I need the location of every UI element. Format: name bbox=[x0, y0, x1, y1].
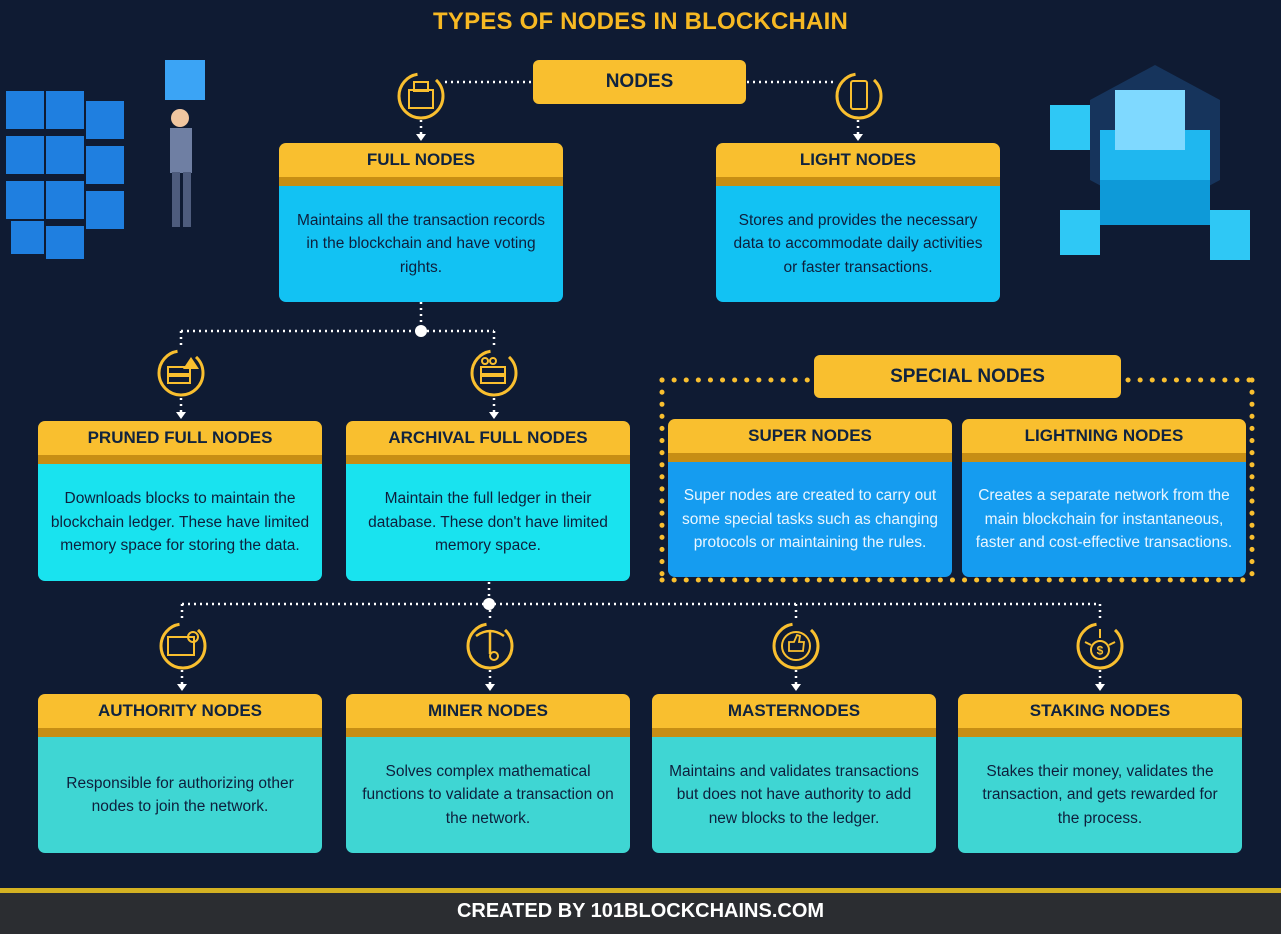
money-bag-icon: $ bbox=[1076, 622, 1124, 670]
thumbs-up-icon bbox=[772, 622, 820, 670]
pickaxe-icon bbox=[466, 622, 514, 670]
special-nodes-label: SPECIAL NODES bbox=[814, 355, 1121, 398]
server-archive-icon bbox=[470, 349, 518, 397]
page-title: TYPES OF NODES IN BLOCKCHAIN bbox=[433, 8, 848, 35]
card-title: LIGHTNING NODES bbox=[962, 419, 1246, 462]
lightning-nodes-card: LIGHTNING NODES Creates a separate netwo… bbox=[962, 419, 1246, 577]
blockchain-cube-illustration bbox=[1050, 65, 1250, 260]
card-description: Stores and provides the necessary data t… bbox=[716, 186, 1000, 302]
footer-credit: CREATED BY 101BLOCKCHAINS.COM bbox=[0, 888, 1281, 934]
card-description: Maintains all the transaction records in… bbox=[279, 186, 563, 302]
card-title: PRUNED FULL NODES bbox=[38, 421, 322, 464]
super-nodes-card: SUPER NODES Super nodes are created to c… bbox=[668, 419, 952, 577]
card-title: ARCHIVAL FULL NODES bbox=[346, 421, 630, 464]
ballot-box-icon bbox=[397, 72, 445, 120]
certificate-icon bbox=[159, 622, 207, 670]
card-description: Downloads blocks to maintain the blockch… bbox=[38, 464, 322, 581]
svg-text:$: $ bbox=[1097, 644, 1104, 658]
pruned-full-nodes-card: PRUNED FULL NODES Downloads blocks to ma… bbox=[38, 421, 322, 581]
card-description: Creates a separate network from the main… bbox=[962, 462, 1246, 577]
card-description: Stakes their money, validates the transa… bbox=[958, 737, 1242, 853]
masternodes-card: MASTERNODES Maintains and validates tran… bbox=[652, 694, 936, 853]
card-title: SUPER NODES bbox=[668, 419, 952, 462]
authority-nodes-card: AUTHORITY NODES Responsible for authoriz… bbox=[38, 694, 322, 853]
card-description: Maintain the full ledger in their databa… bbox=[346, 464, 630, 581]
card-description: Super nodes are created to carry out som… bbox=[668, 462, 952, 577]
full-nodes-card: FULL NODES Maintains all the transaction… bbox=[279, 143, 563, 302]
nodes-root-label: NODES bbox=[533, 60, 746, 104]
light-nodes-card: LIGHT NODES Stores and provides the nece… bbox=[716, 143, 1000, 302]
miner-nodes-card: MINER NODES Solves complex mathematical … bbox=[346, 694, 630, 853]
card-title: LIGHT NODES bbox=[716, 143, 1000, 186]
smartphone-icon bbox=[835, 72, 883, 120]
card-title: MASTERNODES bbox=[652, 694, 936, 737]
card-description: Responsible for authorizing other nodes … bbox=[38, 737, 322, 853]
archival-full-nodes-card: ARCHIVAL FULL NODES Maintain the full le… bbox=[346, 421, 630, 581]
card-description: Solves complex mathematical functions to… bbox=[346, 737, 630, 853]
card-title: AUTHORITY NODES bbox=[38, 694, 322, 737]
card-title: STAKING NODES bbox=[958, 694, 1242, 737]
cubes-illustration bbox=[4, 60, 205, 261]
card-title: MINER NODES bbox=[346, 694, 630, 737]
staking-nodes-card: STAKING NODES Stakes their money, valida… bbox=[958, 694, 1242, 853]
card-title: FULL NODES bbox=[279, 143, 563, 186]
server-warning-icon bbox=[157, 349, 205, 397]
card-description: Maintains and validates transactions but… bbox=[652, 737, 936, 853]
